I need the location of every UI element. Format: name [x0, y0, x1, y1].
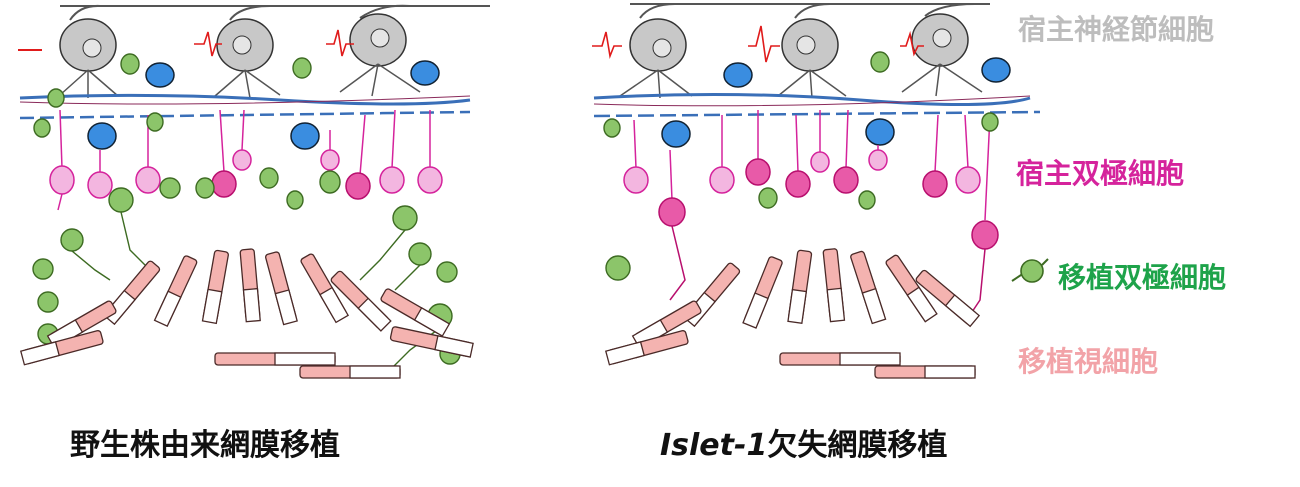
spike-trace	[900, 30, 924, 57]
legend-transplant-bipolar-cell: 移植双極細胞	[1058, 261, 1227, 294]
host-ganglion-cell	[214, 5, 281, 99]
wildtype-transplant-diagram	[18, 4, 490, 379]
blue-bipolar-cells	[661, 57, 1011, 148]
spike-trace	[326, 29, 354, 57]
inner-plexiform-layer	[19, 93, 471, 120]
transplant-bipolar-cell-icon	[1011, 258, 1049, 283]
spike-trace	[194, 31, 222, 57]
legend-host-bipolar-cell: 宿主双極細胞	[1016, 157, 1185, 190]
host-bipolar-cells	[49, 109, 443, 211]
caption-suffix: 欠失網膜移植	[767, 428, 948, 463]
caption-gene-name: Islet-1	[660, 428, 768, 463]
host-ganglion-cell	[339, 4, 421, 97]
inner-plexiform-layer	[593, 92, 1041, 118]
host-ganglion-cell	[59, 4, 119, 98]
transplant-photoreceptors	[604, 248, 981, 379]
legend-host-ganglion-cell: 宿主神経節細胞	[1018, 13, 1215, 46]
transplant-bipolar-cells	[603, 51, 999, 281]
blue-bipolar-cells	[87, 60, 440, 150]
host-ganglion-cell	[777, 3, 847, 99]
spike-trace	[748, 25, 780, 63]
spike-trace	[592, 31, 622, 59]
ganglion-cell-layer	[18, 4, 490, 99]
caption-wildtype-transplant: 野生株由来網膜移植	[70, 428, 340, 463]
transplant-photoreceptors	[19, 248, 474, 379]
ganglion-cell-layer	[592, 3, 990, 99]
islet1-deficient-transplant-diagram	[592, 3, 1041, 379]
legend-transplant-photoreceptor: 移植視細胞	[1018, 345, 1159, 378]
host-bipolar-cells	[623, 109, 999, 319]
host-ganglion-cell	[619, 3, 693, 99]
host-ganglion-cell	[901, 3, 983, 97]
caption-islet1-transplant: Islet-1欠失網膜移植	[660, 420, 947, 464]
